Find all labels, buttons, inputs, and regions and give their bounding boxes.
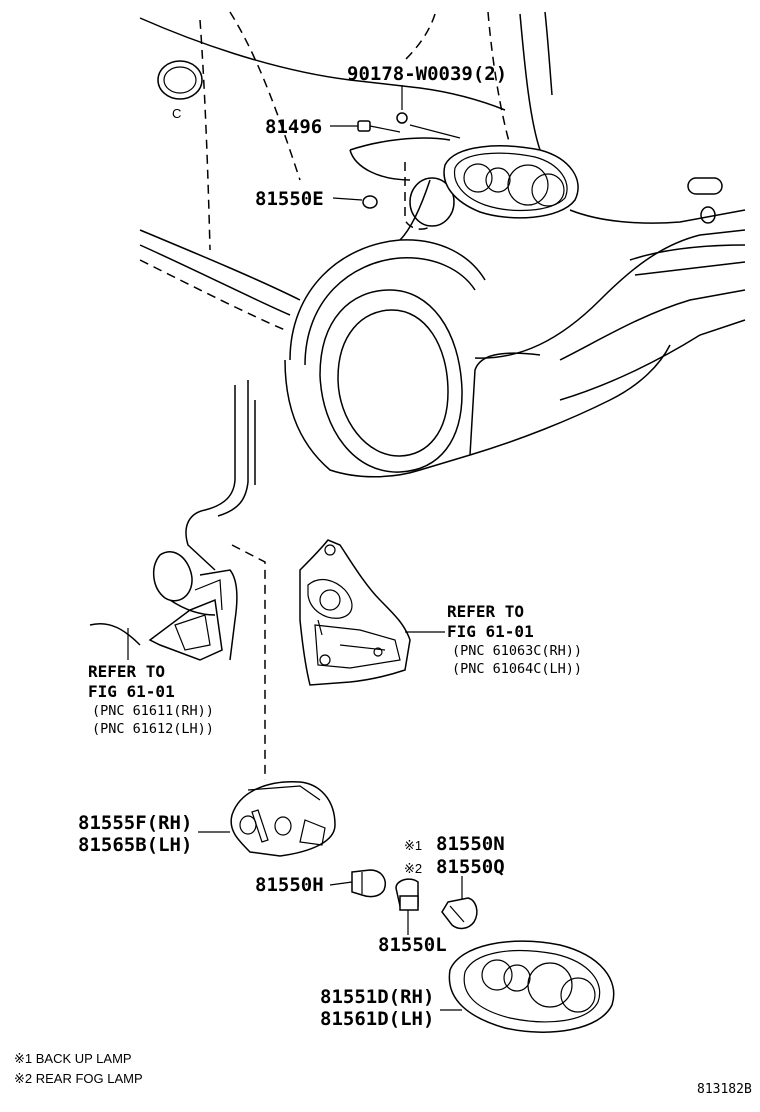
refer-right-pnc-rh: (PNC 61063C(RH)) — [452, 643, 582, 659]
part-label-81550l: 81550L — [378, 934, 447, 956]
refer-right-line2: FIG 61-01 — [447, 622, 534, 641]
inner-quarter-panel — [89, 380, 256, 661]
refer-right-line1: REFER TO — [447, 602, 524, 621]
refer-right-pnc-lh: (PNC 61064C(LH)) — [452, 661, 582, 677]
fastener-screws — [330, 85, 461, 209]
part-label-81555f: 81555F(RH) — [78, 812, 192, 834]
part-label-81561d: 81561D(LH) — [320, 1008, 434, 1030]
rear-combination-lamp — [440, 940, 615, 1033]
part-label-81551d: 81551D(RH) — [320, 986, 434, 1008]
part-label-81496: 81496 — [265, 116, 322, 138]
housing-lead-line — [231, 544, 266, 780]
refer-left-pnc-rh: (PNC 61611(RH)) — [92, 703, 214, 719]
inner-bracket-panel — [299, 539, 445, 686]
part-mark-81550n: ※1 — [404, 838, 422, 853]
figure-code: 813182B — [697, 1082, 752, 1097]
part-label-81550h: 81550H — [255, 874, 324, 896]
lamp-housing-part — [198, 781, 336, 857]
note-back-up-lamp: ※1 BACK UP LAMP — [14, 1051, 132, 1066]
part-mark-81550q: ※2 — [404, 861, 422, 876]
fuel-cap-label: C — [172, 106, 181, 121]
part-label-81550e: 81550E — [255, 188, 324, 210]
refer-left-line1: REFER TO — [88, 662, 165, 681]
note-rear-fog-lamp: ※2 REAR FOG LAMP — [14, 1071, 143, 1086]
part-label-81565b: 81565B(LH) — [78, 834, 192, 856]
part-label-81550q: 81550Q — [436, 856, 505, 878]
refer-left-line2: FIG 61-01 — [88, 682, 175, 701]
bulbs — [329, 869, 478, 935]
part-label-81550n: 81550N — [436, 833, 505, 855]
refer-left-pnc-lh: (PNC 61612(LH)) — [92, 721, 214, 737]
part-label-90178: 90178-W0039(2) — [347, 63, 507, 85]
vehicle-body-drawing: C — [139, 11, 746, 478]
